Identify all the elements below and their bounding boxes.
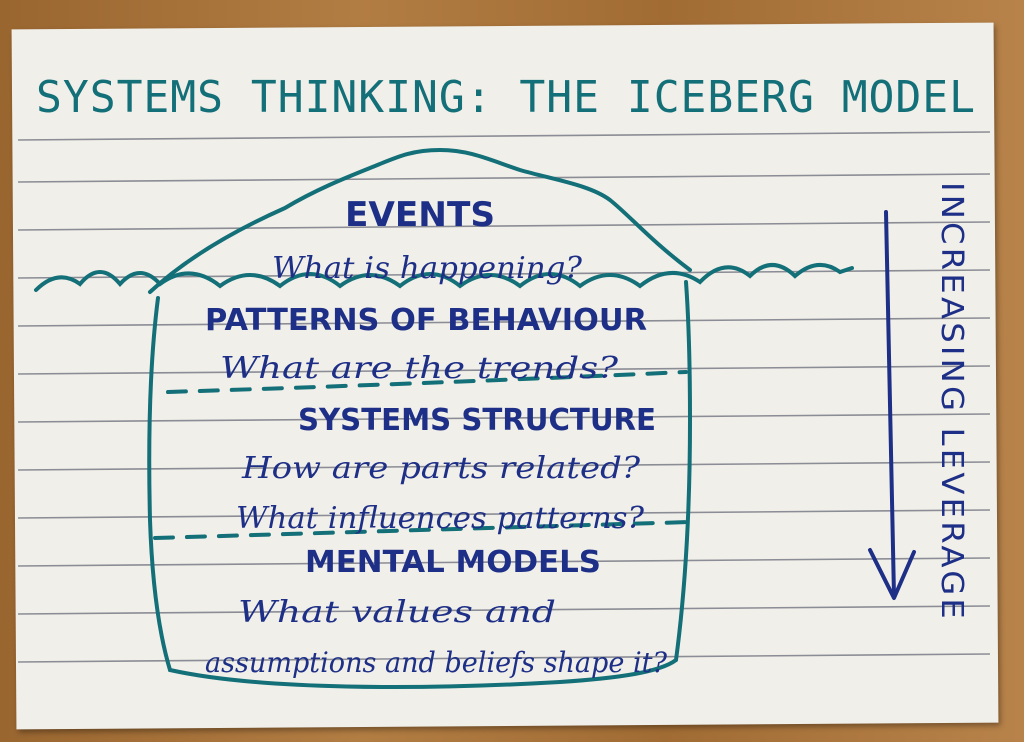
ruled-lines xyxy=(17,131,991,663)
rule-line xyxy=(17,509,991,519)
rule-line xyxy=(17,413,991,423)
level-question-structure-2: What influences patterns? xyxy=(236,501,645,536)
level-question-patterns: What are the trends? xyxy=(220,351,619,386)
level-heading-events: EVENTS xyxy=(345,195,495,235)
level-heading-models: MENTAL MODELS xyxy=(305,545,601,580)
divider-structure-models xyxy=(153,520,692,540)
rule-line xyxy=(17,557,991,567)
rule-line xyxy=(17,269,991,279)
level-heading-patterns: PATTERNS OF BEHAVIOUR xyxy=(205,303,647,338)
level-heading-structure: SYSTEMS STRUCTURE xyxy=(298,403,656,438)
level-question-models-1: What values and xyxy=(238,595,556,630)
level-question-models-2: assumptions and beliefs shape it? xyxy=(205,646,668,679)
level-question-events: What is happening? xyxy=(272,251,583,286)
iceberg-tip-outline xyxy=(148,147,692,294)
leverage-arrow-icon xyxy=(884,210,896,598)
arrow-head-icon xyxy=(868,548,916,600)
rule-line xyxy=(17,221,991,231)
rule-line xyxy=(17,605,991,615)
rule-line xyxy=(17,173,991,183)
divider-patterns-structure xyxy=(166,370,688,394)
level-question-structure-1: How are parts related? xyxy=(241,451,641,486)
rule-line xyxy=(17,131,991,141)
rule-line xyxy=(17,461,991,471)
card-title: SYSTEMS THINKING: THE ICEBERG MODEL xyxy=(36,72,976,123)
water-line xyxy=(34,263,854,292)
iceberg-body-outline xyxy=(147,280,693,689)
side-label-leverage: INCREASING LEVERAGE xyxy=(934,182,969,622)
rule-line xyxy=(17,317,991,327)
rule-line xyxy=(17,365,991,375)
rule-line xyxy=(17,653,991,663)
